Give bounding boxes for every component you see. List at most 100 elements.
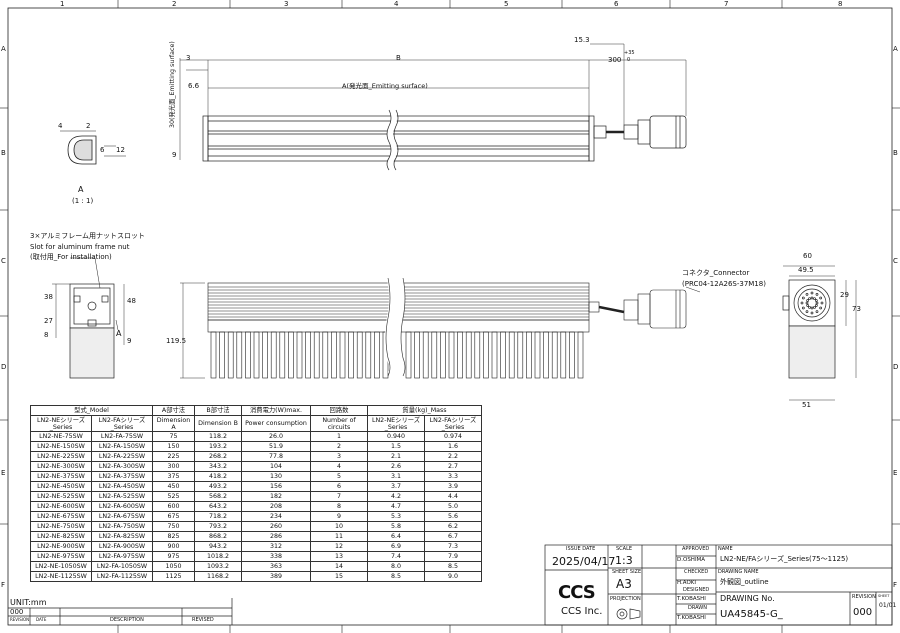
detail-scale: (1 : 1): [72, 197, 94, 205]
header-circuits: 回路数: [310, 405, 368, 416]
header-mass-ne: LN2-NEシリーズ _Series: [367, 415, 425, 432]
cell-fa-model: LN2-FA-1050SW: [91, 561, 153, 572]
projection-label: PROJECTION: [610, 596, 641, 602]
heatsink-fin: [365, 331, 372, 379]
cell-ne-model: LN2-NE-300SW: [30, 461, 92, 472]
cell-circuits: 1: [310, 431, 368, 442]
cell-mass-ne: 8.5: [367, 571, 425, 582]
cell-fa-model: LN2-FA-900SW: [91, 541, 153, 552]
cell-dimension-a: 1125: [152, 571, 195, 582]
cell-ne-model: LN2-NE-675SW: [30, 511, 92, 522]
dim-300: 300: [608, 56, 622, 64]
cell-mass-ne: 8.0: [367, 561, 425, 572]
heatsink-fin: [560, 331, 567, 379]
cell-dimension-b: 568.2: [194, 491, 242, 502]
heatsink-fin: [457, 331, 463, 379]
cell-ne-model: LN2-NE-525SW: [30, 491, 92, 502]
dim-8: 8: [44, 331, 49, 339]
dim-9-top: 9: [172, 151, 177, 159]
cell-mass-ne: 4.7: [367, 501, 425, 512]
name-label: NAME: [718, 546, 733, 552]
connector-label: コネクタ_Connector: [682, 269, 750, 277]
cell-mass-fa: 5.0: [424, 501, 482, 512]
drawing-name: 外観図_outline: [720, 578, 769, 586]
heatsink-fin: [551, 331, 558, 379]
heatsink-fin: [465, 331, 472, 379]
connector-pin: [810, 291, 814, 295]
sheet-size: A3: [616, 577, 632, 591]
cell-fa-model: LN2-FA-600SW: [91, 501, 153, 512]
connector-pin: [800, 301, 804, 305]
heatsink-fin: [262, 331, 268, 379]
cell-ne-model: LN2-NE-1125SW: [30, 571, 92, 582]
cell-power: 104: [241, 461, 311, 472]
cell-dimension-b: 118.2: [194, 431, 242, 442]
revision-value: 000: [853, 607, 873, 618]
header-ne-series: LN2-NEシリーズ _Series: [30, 415, 92, 432]
cell-power: 182: [241, 491, 311, 502]
approved-label: APPROVED: [682, 546, 710, 552]
sheet-label: SHEET: [878, 594, 890, 598]
row-ref-c: C: [1, 257, 6, 265]
cell-fa-model: LN2-FA-75SW: [91, 431, 153, 442]
cell-dimension-a: 525: [152, 491, 195, 502]
heatsink-fin: [322, 331, 329, 379]
dim-4: 4: [58, 122, 63, 130]
heatsink-fin: [534, 331, 541, 379]
heatsink-fin: [348, 331, 354, 379]
cell-dimension-a: 450: [152, 481, 195, 492]
cell-mass-ne: 3.1: [367, 471, 425, 482]
dim-6-6: 6.6: [188, 82, 200, 90]
heatsink-fin: [356, 331, 363, 379]
row-ref-e: E: [1, 469, 6, 477]
cell-mass-fa: 7.9: [424, 551, 482, 562]
heatsink-fin: [405, 331, 412, 379]
col-ref-5: 5: [504, 0, 509, 8]
header-model: 型式_Model: [30, 405, 153, 416]
connector-pin: [801, 296, 805, 300]
tol-plus: +35: [624, 50, 635, 56]
header-power-consumption: Power consumption: [241, 415, 311, 432]
cell-ne-model: LN2-NE-750SW: [30, 521, 92, 532]
cell-mass-ne: 1.5: [367, 441, 425, 452]
header-dimension-a: Dimension A: [152, 415, 195, 432]
cell-circuits: 10: [310, 521, 368, 532]
spec-header-row-1: 型式_Model A部寸法 B部寸法 消費電力(W)max. 回路数 質量(kg…: [30, 405, 482, 416]
cell-mass-fa: 3.9: [424, 481, 482, 492]
cell-fa-model: LN2-FA-750SW: [91, 521, 153, 532]
cell-circuits: 2: [310, 441, 368, 452]
spec-header-row-2: LN2-NEシリーズ _Series LN2-FAシリーズ _Series Di…: [30, 415, 482, 432]
cell-power: 312: [241, 541, 311, 552]
spec-table: 型式_Model A部寸法 B部寸法 消費電力(W)max. 回路数 質量(kg…: [30, 405, 482, 582]
cell-fa-model: LN2-FA-1125SW: [91, 571, 153, 582]
heatsink-fin: [448, 331, 455, 379]
connector-pin: [813, 297, 816, 301]
row-ref-b: B: [1, 149, 6, 157]
dim-12: 12: [116, 146, 125, 154]
dim-73: 73: [852, 305, 861, 313]
dim-15-3: 15.3: [574, 36, 590, 44]
cell-dimension-b: 1168.2: [194, 571, 242, 582]
scale-label: SCALE: [616, 546, 633, 552]
connector-pin: [810, 306, 814, 310]
dim-49-5: 49.5: [798, 266, 814, 274]
cell-dimension-a: 375: [152, 471, 195, 482]
drawing-name-label: DRAWING NAME: [718, 569, 759, 575]
detail-a-profile: [60, 130, 126, 165]
cell-power: 51.9: [241, 441, 311, 452]
col-ref-4: 4: [394, 0, 399, 8]
connector-pin: [810, 296, 814, 300]
cell-dimension-b: 418.2: [194, 471, 242, 482]
cell-mass-fa: 2.2: [424, 451, 482, 462]
checked-label: CHECKED: [684, 569, 709, 575]
connector-pin: [808, 297, 811, 301]
product-name: LN2-NE/FAシリーズ_Series(75〜1125): [720, 555, 849, 563]
cell-power: 389: [241, 571, 311, 582]
heatsink-fin: [331, 331, 337, 379]
